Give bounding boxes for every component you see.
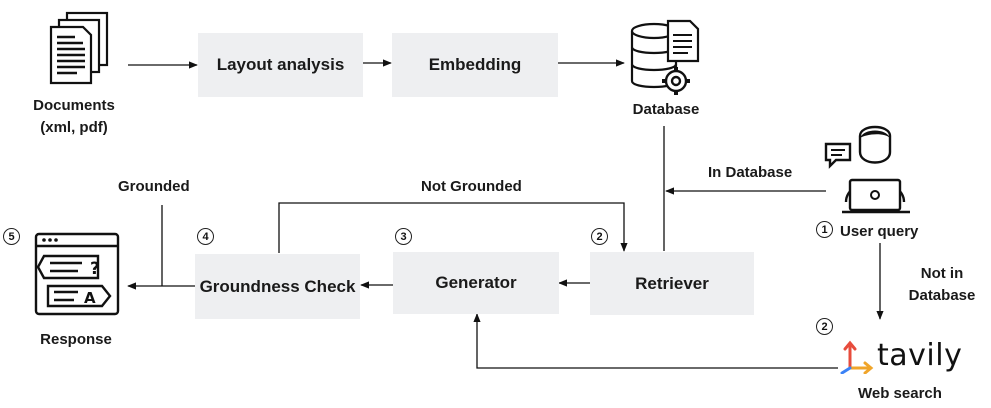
tavily-logo-icon xyxy=(840,340,874,374)
documents-sublabel: (xml, pdf) xyxy=(40,118,108,136)
edge-not-grounded xyxy=(278,202,628,253)
embedding-box: Embedding xyxy=(392,33,558,97)
svg-text:?: ? xyxy=(90,259,100,279)
database-label: Database xyxy=(632,101,700,118)
tavily-wordmark: tavily xyxy=(877,338,963,373)
step-2-retriever-marker: 2 xyxy=(591,228,608,245)
user-icon xyxy=(824,125,910,214)
documents-title: Documents xyxy=(33,97,115,114)
groundness-check-box: Groundness Check xyxy=(195,254,360,319)
generator-box: Generator xyxy=(393,252,559,314)
edges xyxy=(127,59,884,369)
response-label: Response xyxy=(40,331,112,348)
step-4-marker: 4 xyxy=(197,228,214,245)
not-grounded-label: Not Grounded xyxy=(421,178,522,195)
response-icon: ? A xyxy=(34,232,120,316)
svg-text:A: A xyxy=(84,289,96,307)
in-database-label: In Database xyxy=(708,164,793,181)
retriever-box: Retriever xyxy=(590,252,754,315)
edge-websearch-to-generator xyxy=(473,313,838,369)
user-query-label: User query xyxy=(840,223,919,240)
step-3-marker: 3 xyxy=(395,228,412,245)
documents-label: Documents (xml, pdf) xyxy=(24,95,124,139)
step-1-marker: 1 xyxy=(816,221,833,238)
step-5-marker: 5 xyxy=(3,228,20,245)
web-search-label: Web search xyxy=(858,385,942,402)
documents-icon xyxy=(49,11,109,85)
grounded-label: Grounded xyxy=(118,178,190,195)
step-2-websearch-marker: 2 xyxy=(816,318,833,335)
layout-analysis-box: Layout analysis xyxy=(198,33,363,97)
not-in-database-label: Not in Database xyxy=(908,265,976,304)
database-icon xyxy=(630,19,700,95)
